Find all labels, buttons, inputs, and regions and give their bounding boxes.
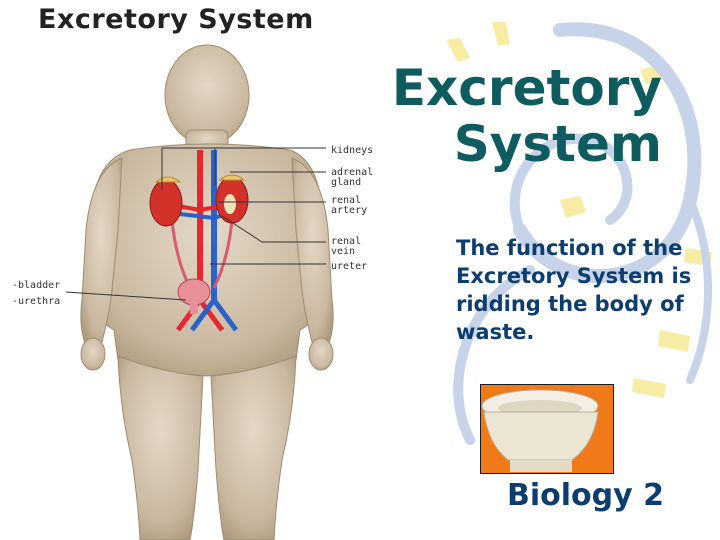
label-adrenal-gland-line-2: gland	[331, 177, 361, 188]
slide-body-text: The function of the Excretory System is …	[456, 234, 706, 346]
left-kidney	[150, 180, 182, 226]
label-urethra: -urethra	[12, 296, 60, 307]
label-ureter: ureter	[331, 261, 367, 272]
label-renal-artery-line-2: artery	[331, 205, 367, 216]
diagram-title: Excretory System	[38, 4, 314, 35]
toilet-photo	[480, 384, 614, 474]
label-bladder: -bladder	[12, 280, 60, 291]
label-renal-vein-line-2: vein	[331, 246, 355, 257]
slide-title: Excretory System	[342, 60, 662, 172]
bladder	[178, 279, 210, 305]
slide-footer: Biology 2	[507, 478, 664, 513]
